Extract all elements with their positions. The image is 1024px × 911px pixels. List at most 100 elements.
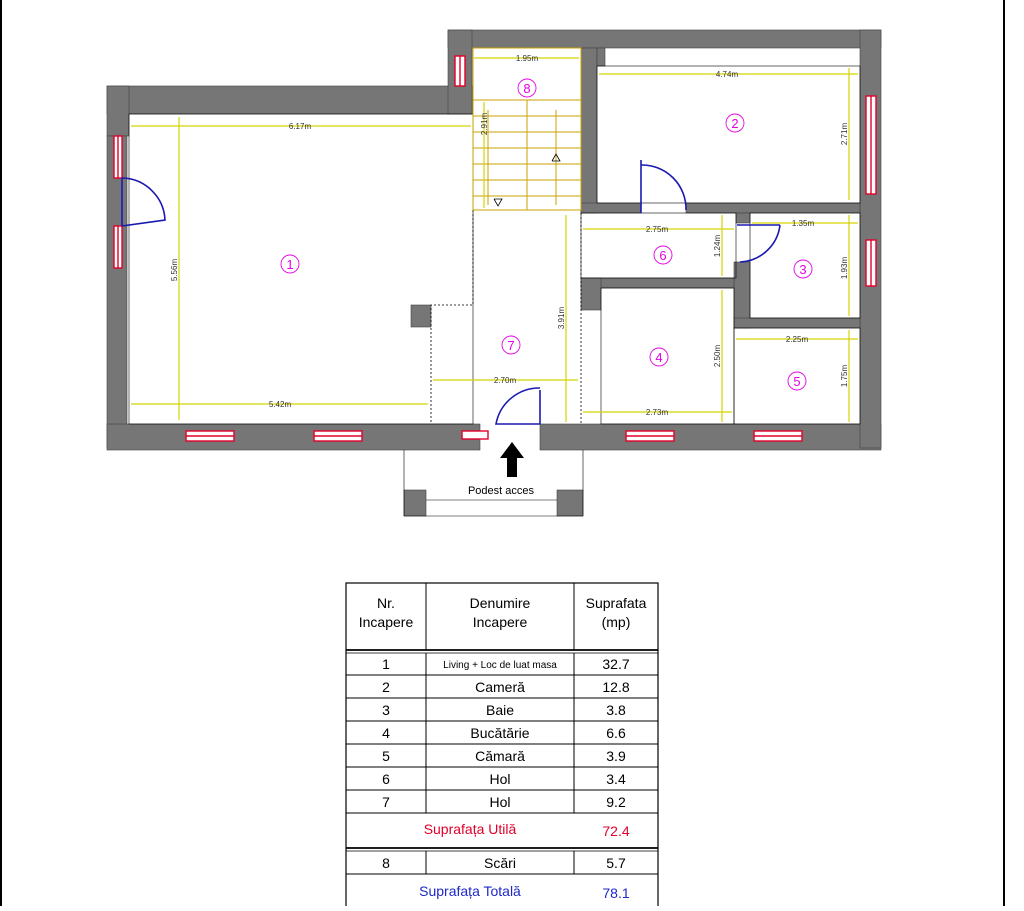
window-right-top xyxy=(865,95,877,195)
room-number-5: 5 xyxy=(793,374,800,389)
dim-4-height: 2.50m xyxy=(713,345,722,368)
dim-7-height: 3.91m xyxy=(557,307,566,330)
door-room2 xyxy=(640,160,687,213)
row-area: 12.8 xyxy=(602,679,629,695)
row-name: Scări xyxy=(484,855,516,871)
dim-1-width: 6.17m xyxy=(289,122,312,131)
windows xyxy=(113,55,877,442)
wall-left xyxy=(106,135,128,449)
row-area: 3.8 xyxy=(606,702,626,718)
wall-room2-left xyxy=(580,47,598,214)
dim-1-bottom: 5.42m xyxy=(269,400,292,409)
table-row: 5 Cămară 3.9 xyxy=(382,748,626,764)
area-table: Nr. Incapere Denumire Incapere Suprafata… xyxy=(345,582,659,911)
dim-7-width: 2.70m xyxy=(494,376,517,385)
wall-room6-bottom xyxy=(580,277,735,289)
porch-pillar-left xyxy=(403,489,427,517)
total-label: Suprafața Totală xyxy=(419,883,521,899)
row-area: 9.2 xyxy=(606,794,626,810)
dimension-labels: 6.17m 5.56m 5.42m 4.74m 2.71m 1.95m 2.91… xyxy=(170,54,849,417)
room-number-7: 7 xyxy=(507,338,514,353)
stair-arrows xyxy=(493,153,561,207)
dim-1-height: 5.56m xyxy=(170,259,179,282)
wall-right xyxy=(859,29,882,449)
row-nr: 8 xyxy=(382,855,390,871)
table-row: 6 Hol 3.4 xyxy=(382,771,626,787)
doors xyxy=(121,160,781,425)
wall-room4-corner xyxy=(580,277,602,311)
table-row: 2 Cameră 12.8 xyxy=(382,679,630,695)
wall-left-top xyxy=(106,85,130,137)
row-area: 6.6 xyxy=(606,725,626,741)
door-entrance xyxy=(495,387,541,425)
wall-top-right xyxy=(447,29,882,49)
row-nr: 1 xyxy=(382,656,390,672)
row-nr: 2 xyxy=(382,679,390,695)
table-row: 8 Scări 5.7 xyxy=(382,855,626,871)
stairs xyxy=(472,47,582,211)
row-name: Cameră xyxy=(475,679,525,695)
room-number-3: 3 xyxy=(799,262,806,277)
window-bottom-2 xyxy=(313,430,363,442)
entrance-arrow xyxy=(500,442,524,477)
dim-4-width: 2.73m xyxy=(646,408,669,417)
wall-room2-bottom xyxy=(685,202,861,214)
dim-8-height: 2.91m xyxy=(480,113,489,136)
wall-top-left xyxy=(106,85,474,115)
row-area: 32.7 xyxy=(602,656,629,672)
header-name-line2: Incapere xyxy=(473,614,528,630)
dimension-lines xyxy=(131,57,858,422)
window-bottom-3 xyxy=(625,430,675,442)
dim-6-height: 1.24m xyxy=(713,235,722,258)
window-stair xyxy=(454,55,466,87)
room-number-1: 1 xyxy=(286,257,293,272)
room-number-6: 6 xyxy=(659,248,666,263)
wall-stub-6 xyxy=(735,212,751,224)
room-number-8: 8 xyxy=(523,81,530,96)
row-nr: 3 xyxy=(382,702,390,718)
header-nr-line2: Incapere xyxy=(359,614,414,630)
util-value: 72.4 xyxy=(602,823,629,839)
row-area: 5.7 xyxy=(606,855,626,871)
header-area-line2: (mp) xyxy=(602,614,631,630)
row-nr: 6 xyxy=(382,771,390,787)
window-entrance xyxy=(461,430,489,440)
door-room3 xyxy=(737,224,781,263)
table-row: 1 Living + Loc de luat masa 32.7 xyxy=(382,656,630,672)
row-name: Hol xyxy=(489,794,510,810)
door-living xyxy=(121,177,166,227)
wall-room2-notch xyxy=(596,47,606,67)
dim-5-height: 1.75m xyxy=(840,365,849,388)
dim-6-width: 2.75m xyxy=(646,225,669,234)
entrance-label: Podest acces xyxy=(468,485,535,497)
row-nr: 7 xyxy=(382,794,390,810)
dim-2-height: 2.71m xyxy=(840,123,849,146)
row-nr: 4 xyxy=(382,725,390,741)
row-nr: 5 xyxy=(382,748,390,764)
hall-dashed xyxy=(430,210,582,424)
row-area: 3.4 xyxy=(606,771,626,787)
window-left-bottom xyxy=(113,225,123,269)
room-number-4: 4 xyxy=(655,350,662,365)
wall-bottom-left xyxy=(106,423,481,451)
table-row: 4 Bucătărie 6.6 xyxy=(382,725,626,741)
dim-3-height: 1.93m xyxy=(840,257,849,280)
header-name-line1: Denumire xyxy=(470,595,531,611)
util-label: Suprafața Utilă xyxy=(424,821,517,837)
room-number-2: 2 xyxy=(731,116,738,131)
row-name: Living + Loc de luat masa xyxy=(443,660,557,671)
row-area: 3.9 xyxy=(606,748,626,764)
wall-room3-bottom xyxy=(733,317,861,329)
dim-3-width: 1.35m xyxy=(792,219,815,228)
dim-8-width: 1.95m xyxy=(516,54,539,63)
header-nr-line1: Nr. xyxy=(377,595,395,611)
window-left-top xyxy=(113,135,123,179)
window-right-mid xyxy=(865,239,877,287)
table-row: 7 Hol 9.2 xyxy=(382,794,626,810)
walls xyxy=(106,29,882,517)
row-name: Cămară xyxy=(475,748,525,764)
row-name: Baie xyxy=(486,702,514,718)
row-name: Bucătărie xyxy=(470,725,529,741)
room-numbers: 1 2 3 4 5 6 7 8 xyxy=(286,81,806,389)
